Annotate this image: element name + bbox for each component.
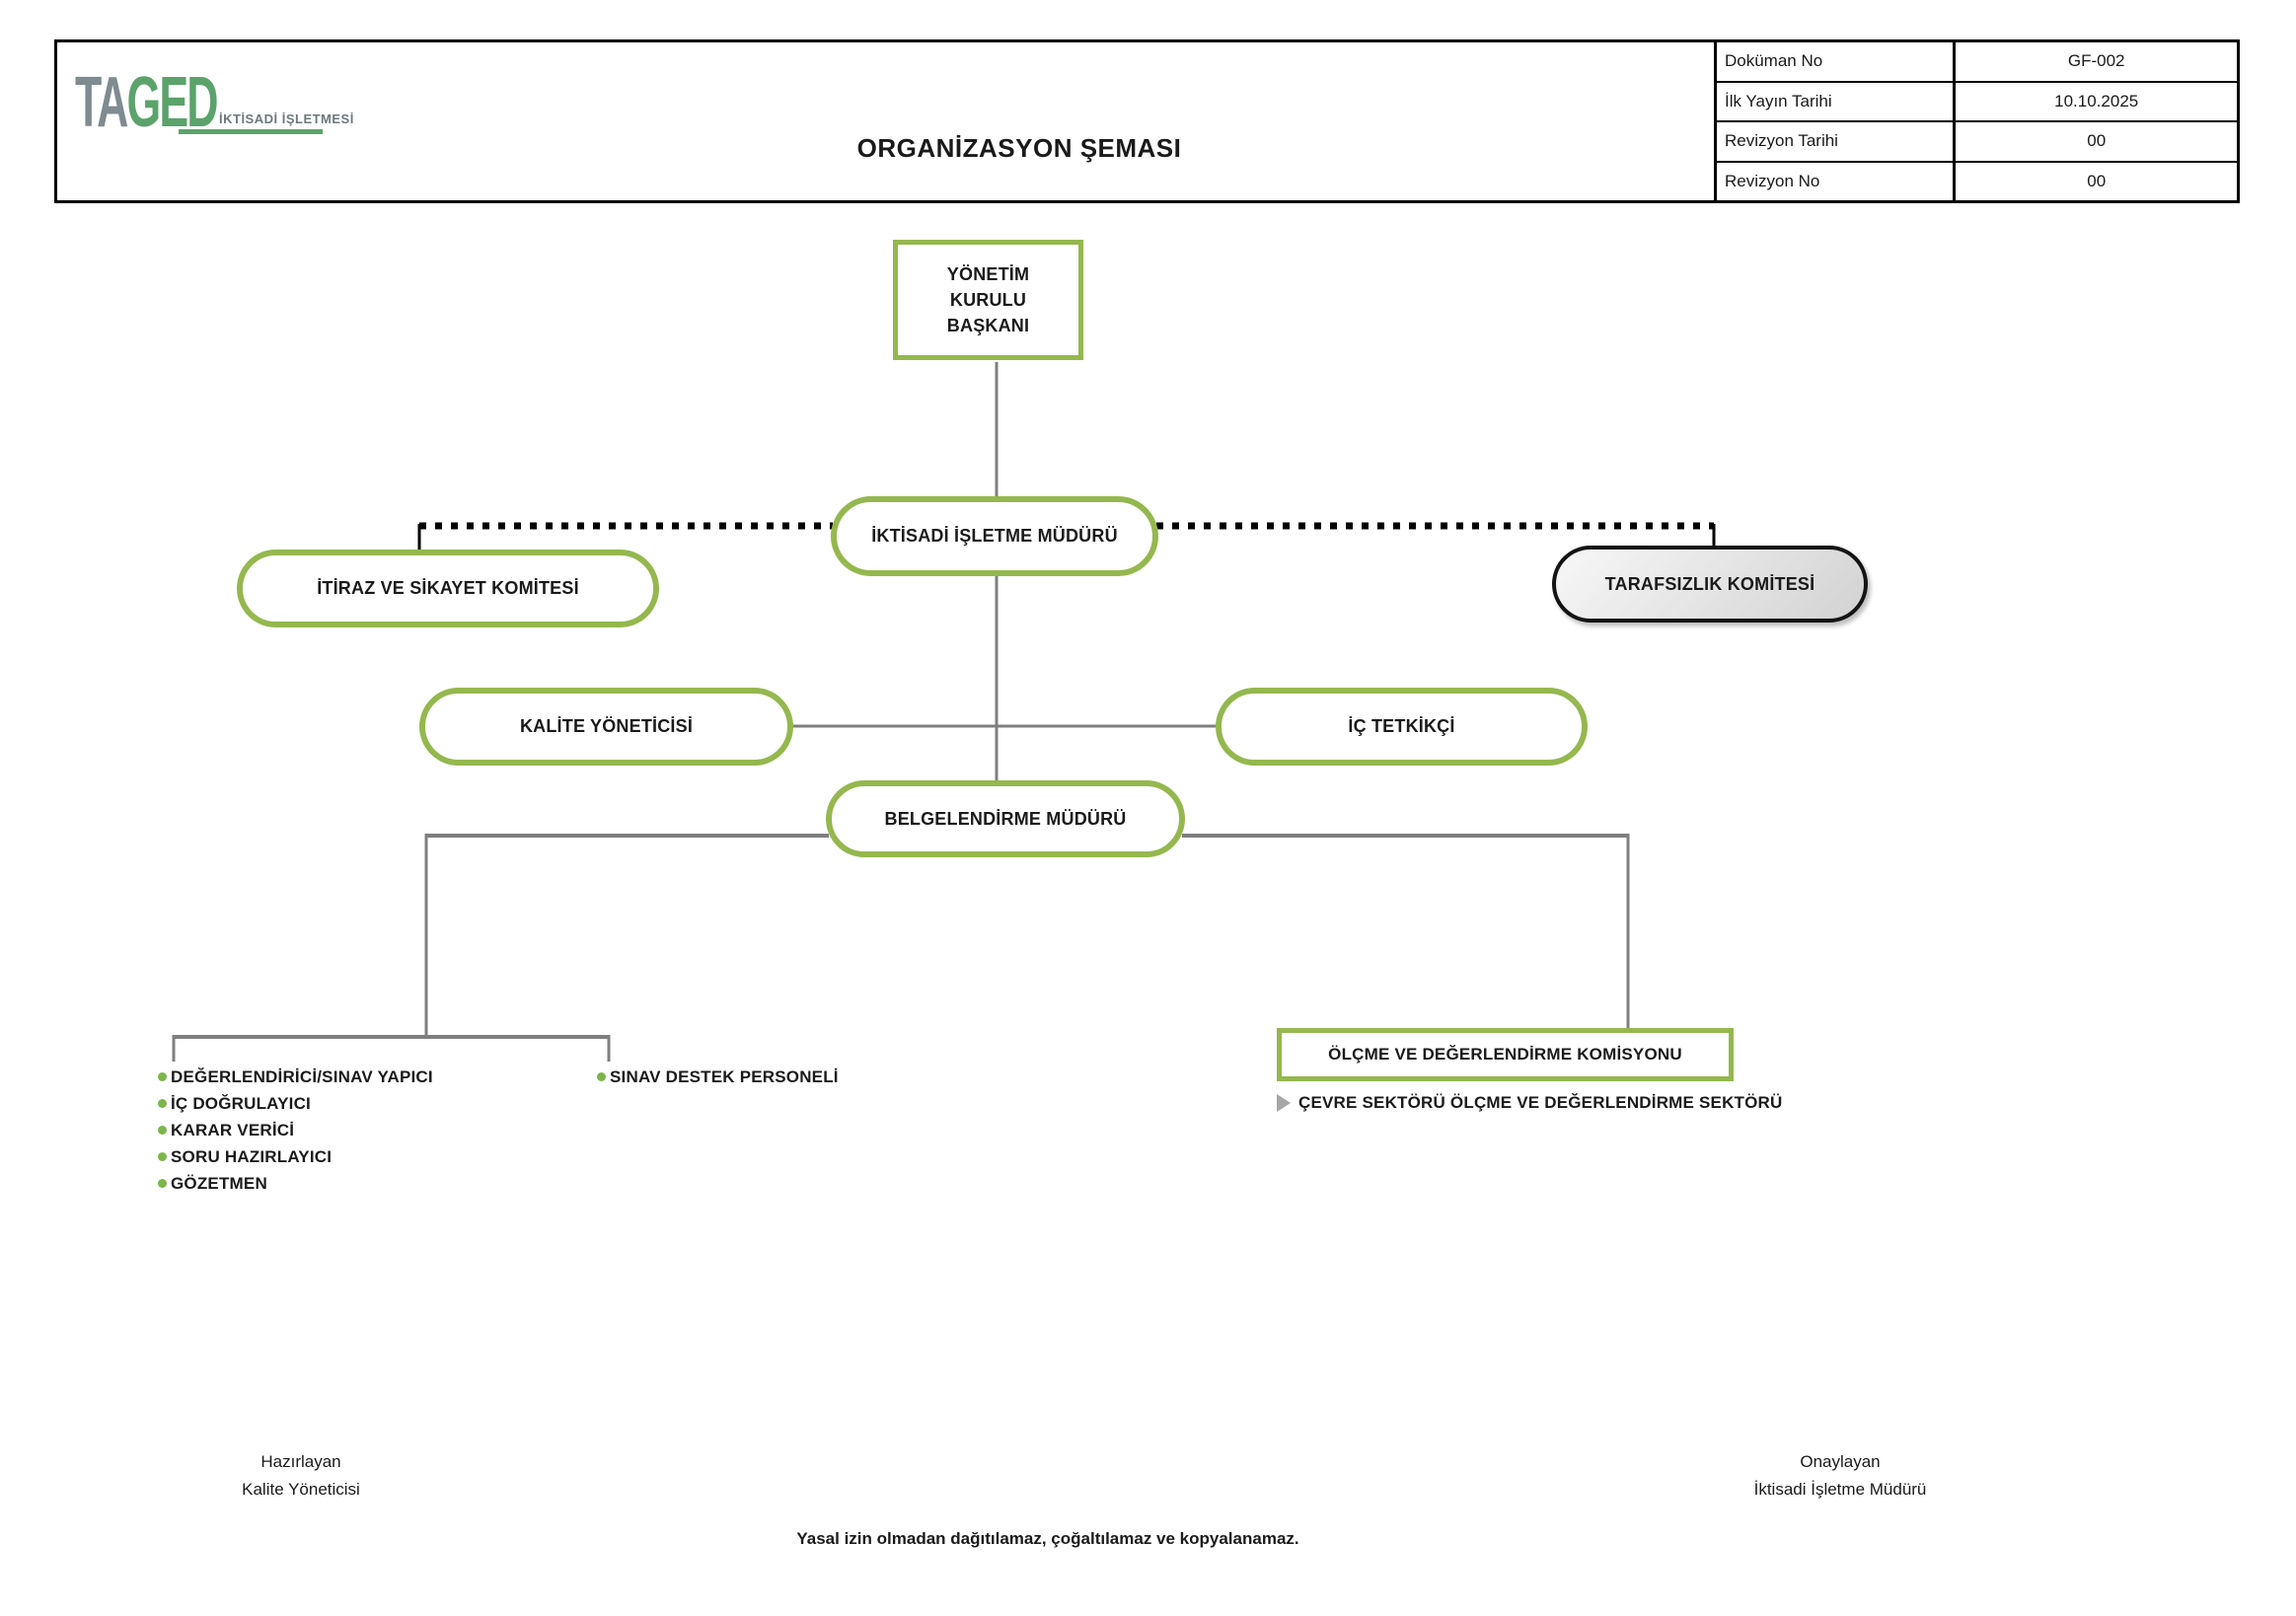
environment-sector-row: ÇEVRE SEKTÖRÜ ÖLÇME VE DEĞERLENDİRME SEK… xyxy=(1277,1093,1783,1113)
page-title: ORGANİZASYON ŞEMASI xyxy=(856,133,1182,163)
logo-letters-gray: TA xyxy=(75,63,128,142)
first-issue-date-label: İlk Yayın Tarihi xyxy=(1717,82,1957,120)
bullet-dot-icon xyxy=(158,1126,167,1135)
prepared-label: Hazırlayan xyxy=(260,1452,341,1471)
node-yonetim-kurulu-baskani: YÖNETİM KURULU BAŞKANI xyxy=(893,240,1083,360)
examiner-roles-list: DEĞERLENDİRİCİ/SINAV YAPICI İÇ DOĞRULAYI… xyxy=(158,1064,433,1197)
role-label: GÖZETMEN xyxy=(171,1173,267,1193)
bullet-dot-icon xyxy=(158,1152,167,1161)
doc-no-value: GF-002 xyxy=(2067,51,2125,71)
legal-note: Yasal izin olmadan dağıtılamaz, çoğaltıl… xyxy=(796,1529,1299,1548)
doc-no-label: Doküman No xyxy=(1717,42,1957,81)
first-issue-date-value: 10.10.2025 xyxy=(2054,91,2139,110)
node-olcme-degerlendirme-komisyonu: ÖLÇME VE DEĞERLENDİRME KOMİSYONU xyxy=(1277,1028,1734,1081)
exam-support-item: SINAV DESTEK PERSONELİ xyxy=(597,1064,839,1090)
list-item: İÇ DOĞRULAYICI xyxy=(158,1090,433,1117)
node-belgelendirme-muduru: BELGELENDİRME MÜDÜRÜ xyxy=(826,780,1185,857)
list-item: DEĞERLENDİRİCİ/SINAV YAPICI xyxy=(158,1064,433,1090)
table-row: Revizyon Tarihi 00 xyxy=(1717,122,2237,163)
table-row: İlk Yayın Tarihi 10.10.2025 xyxy=(1717,82,2237,122)
revision-date-label: Revizyon Tarihi xyxy=(1717,122,1957,161)
taged-logo: TAGED İKTİSADİ İŞLETMESİ xyxy=(75,67,353,178)
node-itiraz-ve-sikayet-komitesi: İTİRAZ VE SİKAYET KOMİTESİ xyxy=(237,550,659,627)
logo-subtitle: İKTİSADİ İŞLETMESİ xyxy=(219,111,354,126)
revision-date-value: 00 xyxy=(2087,131,2107,151)
approved-by-block: Onaylayan İktisadi İşletme Müdürü xyxy=(1658,1448,2023,1504)
node-tarafsizlik-komitesi: TARAFSIZLIK KOMİTESİ xyxy=(1552,546,1868,623)
logo-letters-green: GED xyxy=(126,63,218,142)
environment-sector-label: ÇEVRE SEKTÖRÜ ÖLÇME VE DEĞERLENDİRME SEK… xyxy=(1298,1093,1783,1112)
document-header: TAGED İKTİSADİ İŞLETMESİ ORGANİZASYON ŞE… xyxy=(54,39,2240,203)
logo-underline xyxy=(179,129,323,134)
role-label: SORU HAZIRLAYICI xyxy=(171,1146,333,1166)
table-row: Revizyon No 00 xyxy=(1717,162,2237,200)
node-kalite-yoneticisi: KALİTE YÖNETİCİSİ xyxy=(419,688,793,766)
role-label: İÇ DOĞRULAYICI xyxy=(171,1093,311,1113)
prepared-by-block: Hazırlayan Kalite Yöneticisi xyxy=(138,1448,464,1504)
list-item: KARAR VERİCİ xyxy=(158,1117,433,1143)
triangle-bullet-icon xyxy=(1277,1094,1291,1112)
node-ic-tetkikci: İÇ TETKİKÇİ xyxy=(1216,688,1588,766)
exam-support-label: SINAV DESTEK PERSONELİ xyxy=(610,1066,839,1086)
list-item: SORU HAZIRLAYICI xyxy=(158,1143,433,1170)
table-row: Doküman No GF-002 xyxy=(1717,42,2237,83)
bullet-dot-icon xyxy=(597,1072,606,1081)
role-label: DEĞERLENDİRİCİ/SINAV YAPICI xyxy=(171,1066,433,1086)
prepared-by: Kalite Yöneticisi xyxy=(242,1480,360,1499)
bullet-dot-icon xyxy=(158,1099,167,1108)
node-iktisadi-isletme-muduru: İKTİSADİ İŞLETME MÜDÜRÜ xyxy=(831,496,1158,576)
role-label: KARAR VERİCİ xyxy=(171,1120,295,1139)
logo-wordmark: TAGED xyxy=(75,67,218,138)
approved-label: Onaylayan xyxy=(1800,1452,1881,1471)
bullet-dot-icon xyxy=(158,1072,167,1081)
approved-by: İktisadi İşletme Müdürü xyxy=(1753,1480,1927,1499)
bullet-dot-icon xyxy=(158,1179,167,1188)
revision-no-label: Revizyon No xyxy=(1717,162,1957,200)
document-info-table: Doküman No GF-002 İlk Yayın Tarihi 10.10… xyxy=(1714,42,2237,200)
revision-no-value: 00 xyxy=(2087,171,2107,190)
list-item: GÖZETMEN xyxy=(158,1170,433,1197)
